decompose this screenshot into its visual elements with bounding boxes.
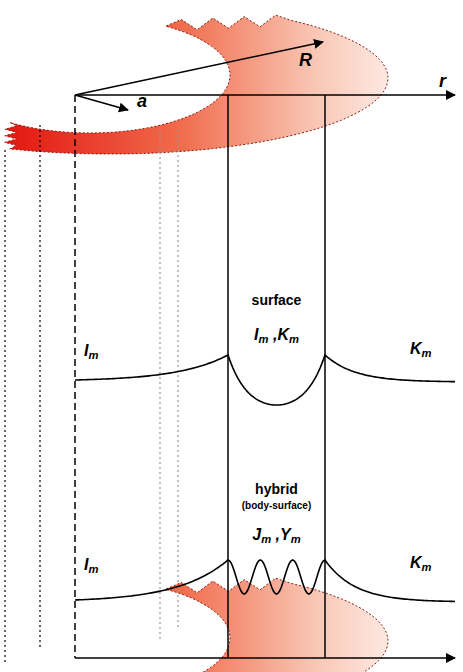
outer-radius-line [324, 95, 326, 658]
top-cylinder-ring [5, 15, 388, 154]
dotted-edge-line [4, 150, 5, 662]
dotted-inner-line [159, 132, 160, 640]
cylinder-axis [74, 95, 76, 658]
function-label: Km [410, 554, 432, 572]
inner-radius-arrow [75, 95, 128, 110]
radial-axis-symbol: r [439, 72, 446, 92]
function-pair-label: Jm ,Ym [252, 526, 300, 544]
outer-radius-arrow [75, 42, 323, 95]
outer-radius-symbol: R [299, 51, 312, 71]
function-label: Km [410, 340, 432, 358]
function-label: Im [84, 342, 98, 360]
inner-radius-symbol: a [137, 92, 147, 112]
dotted-edge-line [39, 125, 40, 650]
function-pair-label: Im ,Km [254, 326, 299, 344]
mode-subtype-label: (body-surface) [242, 500, 311, 511]
inner-radius-line [227, 95, 229, 658]
mode-type-label: surface [252, 293, 302, 308]
function-label: Im [84, 556, 98, 574]
mode-type-label: hybrid [255, 482, 298, 497]
hybrid-profile-curve [75, 560, 455, 601]
surface-profile-curve [75, 355, 455, 405]
r-axis-arrow [75, 94, 455, 96]
r-axis-arrow [75, 657, 455, 659]
dotted-inner-line [177, 130, 178, 630]
